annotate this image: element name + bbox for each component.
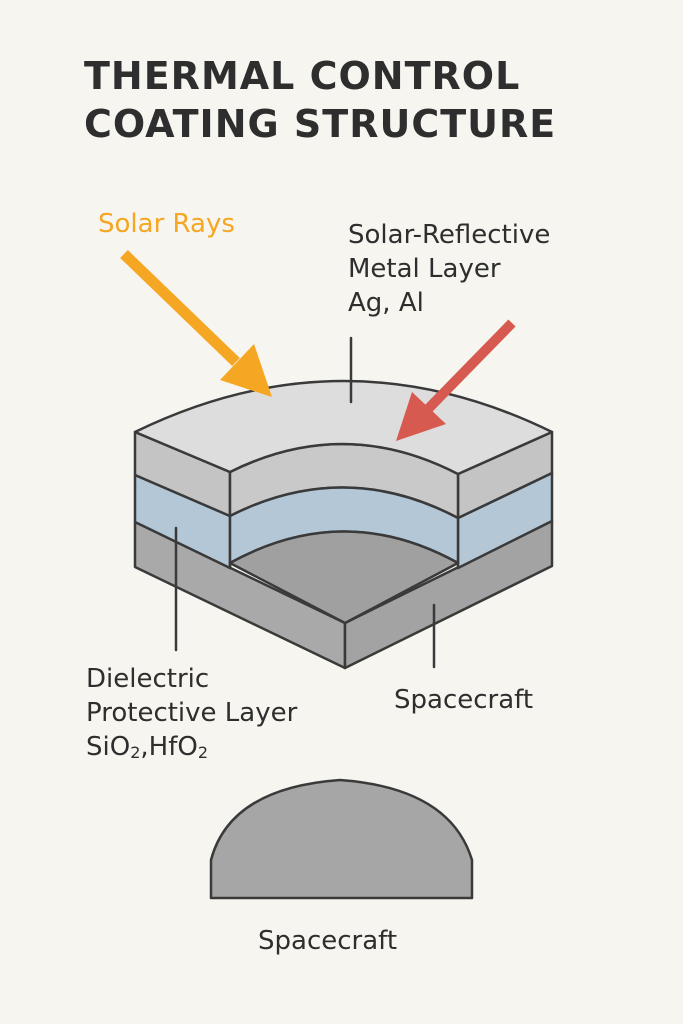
dielectric-label-line-2: Protective Layer — [86, 698, 298, 728]
formula-sio2-base: SiO — [86, 732, 131, 762]
metal-layer-label-line-2: Metal Layer — [348, 254, 501, 284]
spacecraft-dome — [209, 778, 474, 900]
diagram-title: THERMAL CONTROL COATING STRUCTURE — [84, 52, 556, 148]
cutout-floor — [228, 530, 460, 625]
metal-layer-label: Solar-Reflective Metal Layer Ag, Al — [348, 218, 550, 320]
formula-sio2-sub: 2 — [130, 743, 141, 762]
dielectric-label-line-1: Dielectric — [86, 664, 210, 694]
spacecraft-dome-label: Spacecraft — [258, 926, 398, 956]
solar-rays-label: Solar Rays — [98, 209, 235, 239]
formula-hfo2-base: HfO — [148, 732, 198, 762]
formula-hfo2-sub: 2 — [197, 743, 209, 762]
title-line-1: THERMAL CONTROL — [84, 54, 521, 98]
spacecraft-substrate-label: Spacecraft — [394, 685, 534, 715]
dielectric-label-formula: SiO2,HfO2 — [86, 730, 297, 770]
metal-layer-label-line-3: Ag, Al — [348, 288, 424, 318]
title-line-2: COATING STRUCTURE — [84, 102, 557, 146]
formula-separator: , — [140, 732, 149, 762]
metal-layer-label-line-1: Solar-Reflective — [348, 220, 551, 250]
dielectric-layer-label: Dielectric Protective Layer SiO2,HfO2 — [86, 662, 297, 770]
reflected-ray-arrow — [396, 319, 516, 441]
solar-ray-arrow — [120, 250, 272, 397]
